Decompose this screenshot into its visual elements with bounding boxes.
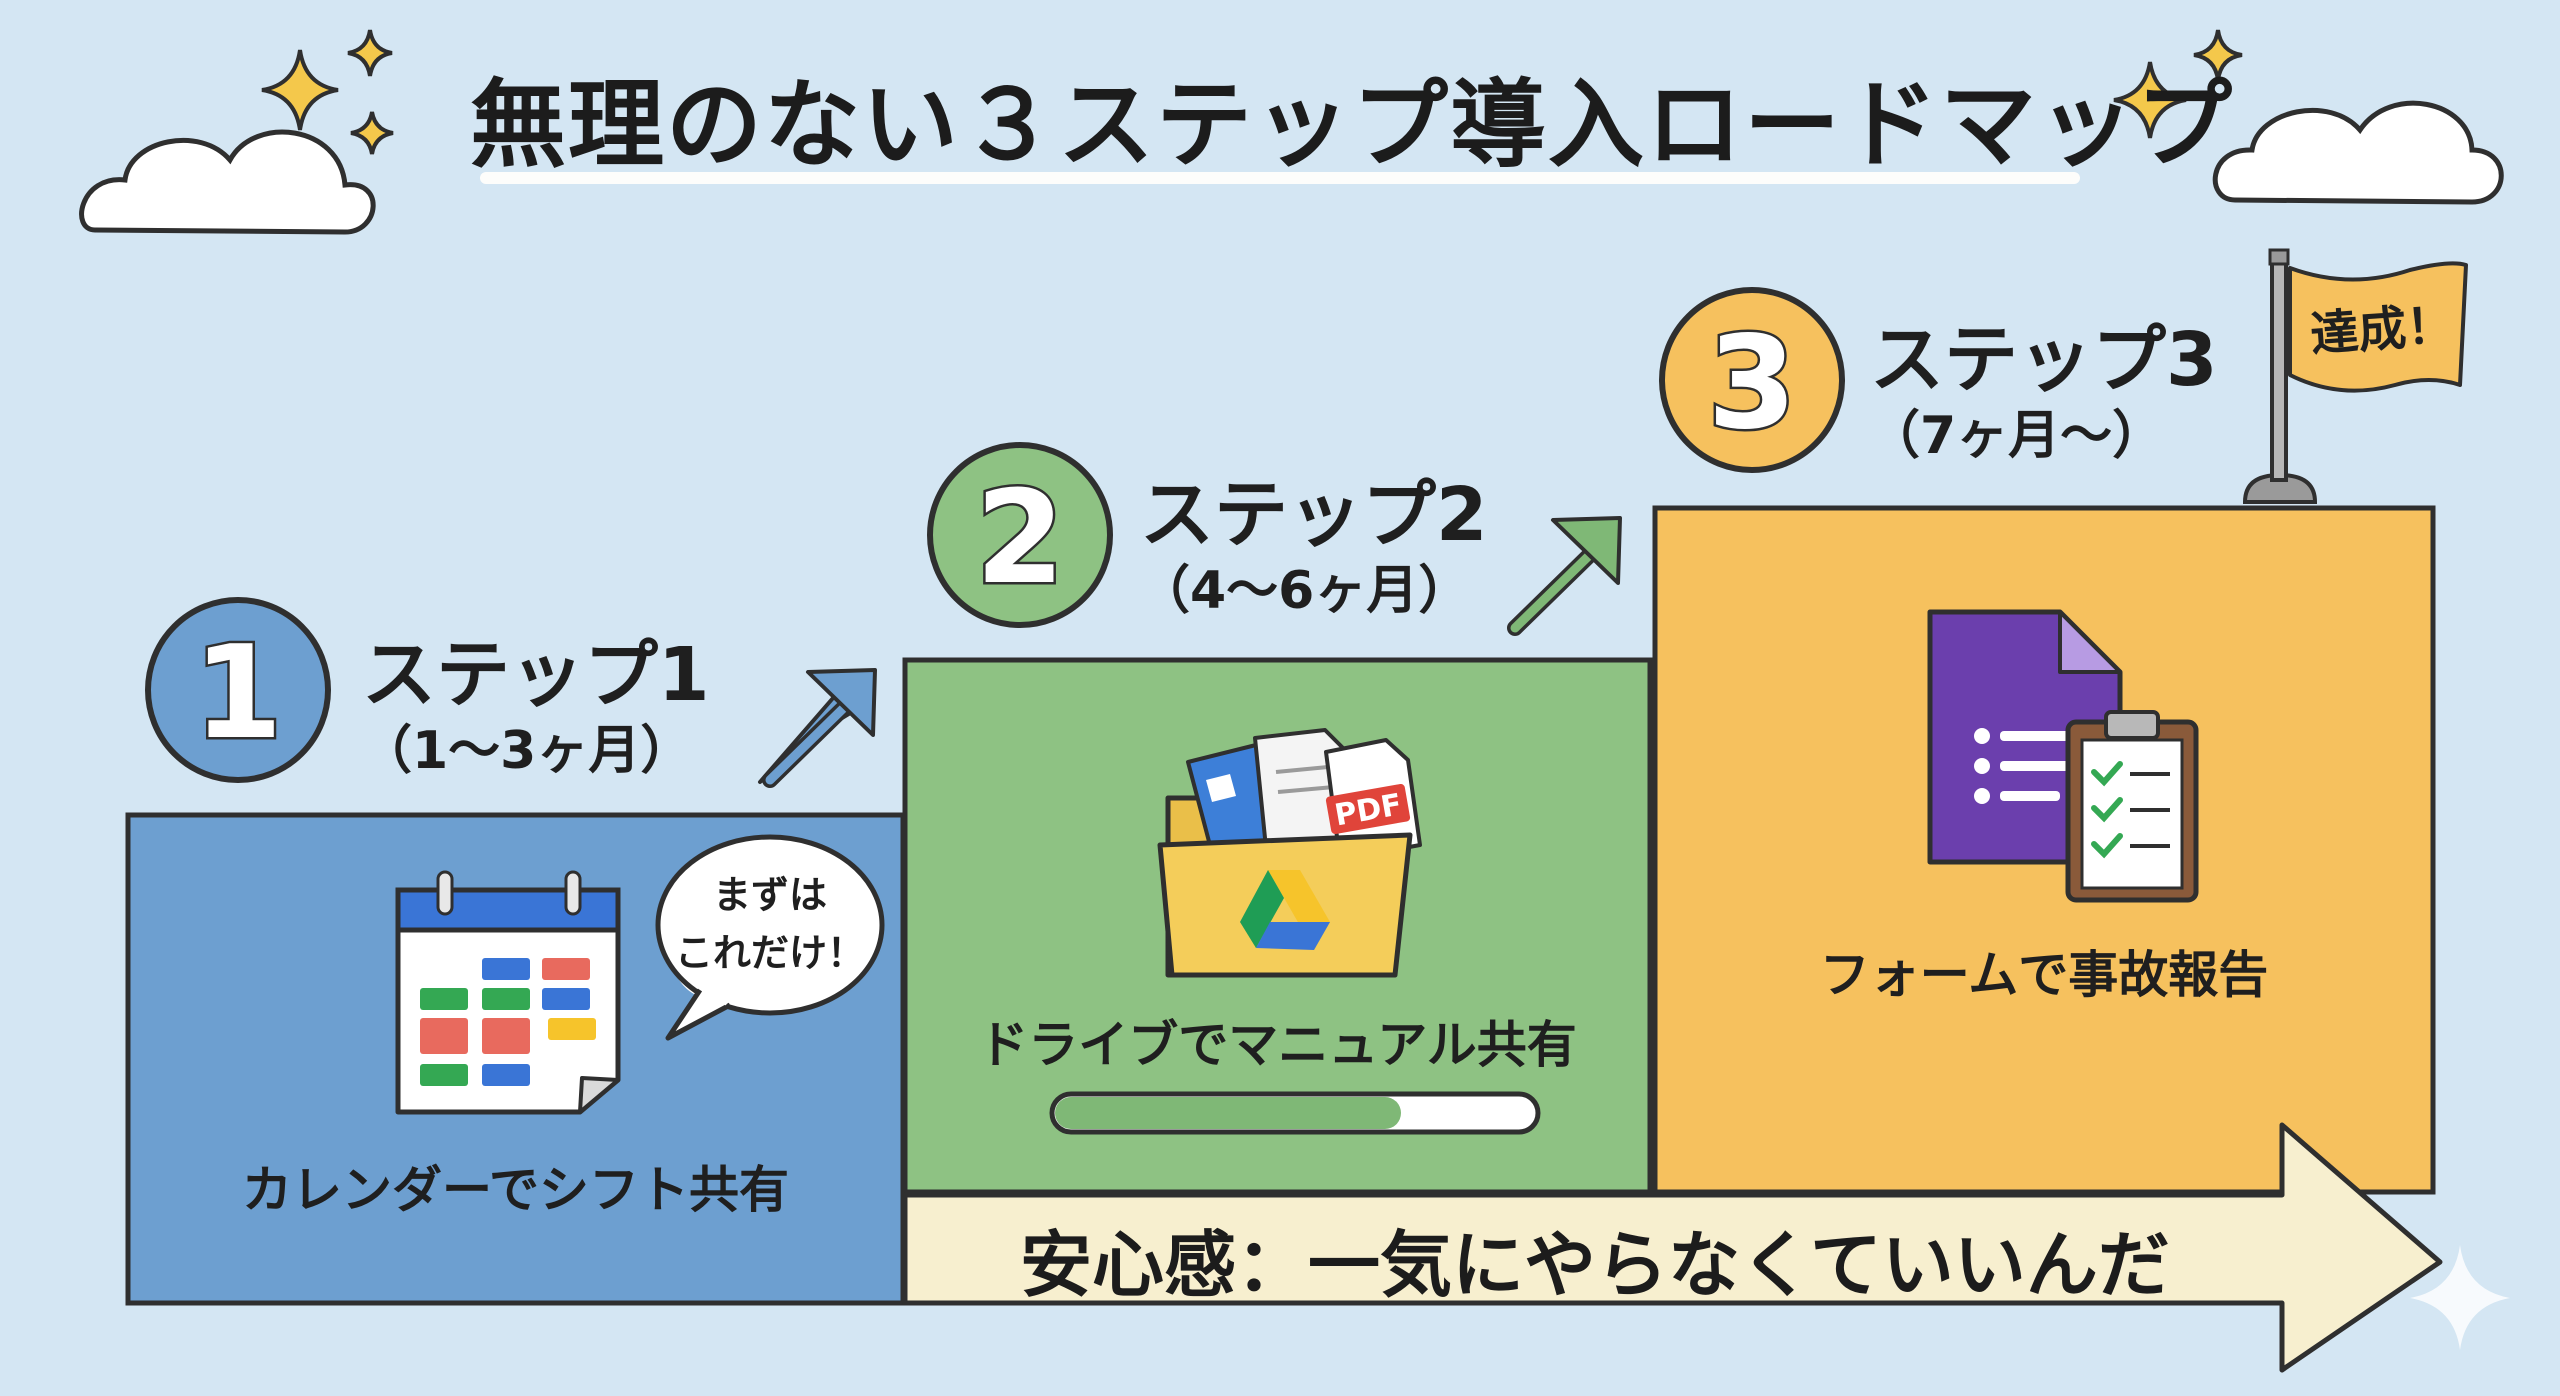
banner-text: 安心感：一気にやらなくていいんだ xyxy=(1020,1223,2170,1307)
step3-caption: フォームで事故報告 xyxy=(1819,946,2269,1004)
goal-flag-icon xyxy=(2242,248,2468,504)
step1-title: ステップ1 xyxy=(362,632,710,718)
page-title: 無理のない３ステップ導入ロードマップ xyxy=(470,69,2234,181)
step3-period: （7ヶ月〜） xyxy=(1868,406,2165,466)
step2-number-circle: 2 xyxy=(927,442,1113,628)
cloud-left-icon xyxy=(79,129,376,235)
clipboard-icon xyxy=(2065,710,2199,903)
goal-flag-label: 達成！ xyxy=(2308,297,2457,363)
title-underline xyxy=(480,172,2080,184)
step1-period: （1〜3ヶ月） xyxy=(360,721,693,781)
drive-logo-icon xyxy=(1240,870,1330,950)
drive-folder-icon: PDF xyxy=(1157,728,1422,978)
step3-number: 3 xyxy=(1707,309,1796,458)
speech-bubble xyxy=(655,834,885,1041)
speech-bubble-text: まずは これだけ！ xyxy=(665,866,875,982)
speech-bubble-line2: これだけ！ xyxy=(674,931,865,975)
arrow-step2-to-3-icon xyxy=(1507,516,1622,636)
banner-arrow xyxy=(902,1122,2443,1373)
sparkle-corner-icon xyxy=(2410,1245,2510,1350)
speech-bubble-line1: まずは xyxy=(712,873,827,917)
step2-title: ステップ2 xyxy=(1140,472,1488,558)
arrow-step1-to-2-icon xyxy=(758,668,877,788)
calendar-icon xyxy=(395,870,621,1115)
step2-period: （4〜6ヶ月） xyxy=(1138,561,1471,621)
progress-bar-fill xyxy=(1055,1097,1401,1129)
step1-number-circle: 1 xyxy=(145,597,331,783)
sparkle-icons xyxy=(261,29,2243,155)
step1-number: 1 xyxy=(193,619,282,768)
progress-bar xyxy=(1049,1091,1541,1135)
step1-caption: カレンダーでシフト共有 xyxy=(242,1161,789,1219)
step3-number-circle: 3 xyxy=(1659,287,1845,473)
cloud-right-icon xyxy=(2212,100,2504,205)
step3-title: ステップ3 xyxy=(1870,317,2218,403)
step2-number: 2 xyxy=(975,464,1064,613)
step2-caption: ドライブでマニュアル共有 xyxy=(978,1016,1577,1074)
